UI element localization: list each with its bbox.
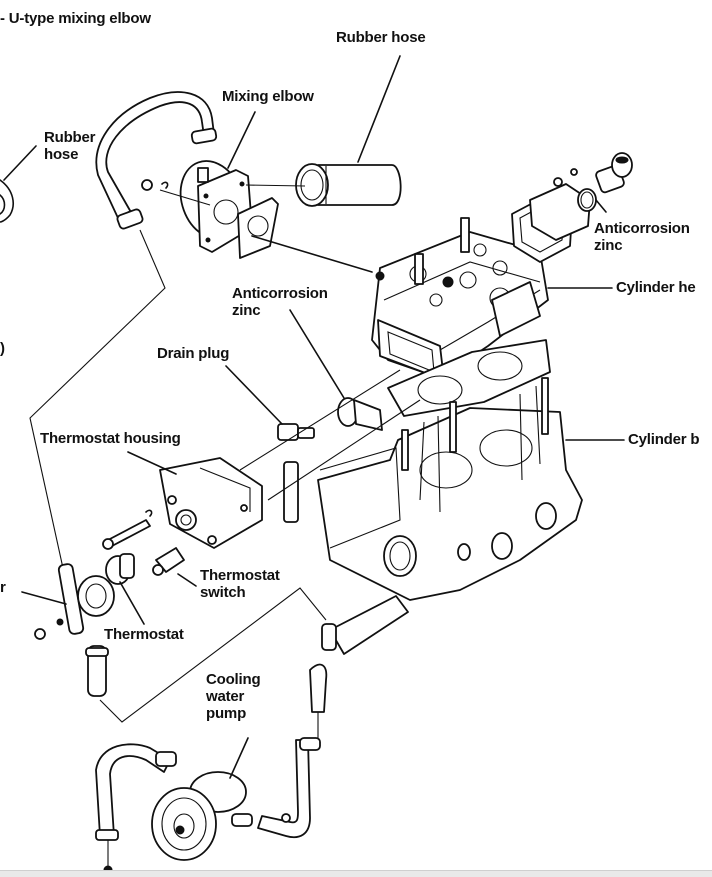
label-anticorrosion-zinc-right: Anticorrosion zinc [594,220,690,254]
leader-cut-label-r [21,591,67,605]
u-hose [95,91,218,230]
lower-short-hose [85,645,109,697]
thermostat-part [105,553,135,585]
outlet-pipe [309,595,409,713]
label-u-type-mixing-elbow: - U-type mixing elbow [0,10,151,27]
label-rubber-hose-left: Rubber hose [44,129,96,163]
water-pump-hoses [95,737,321,875]
leader-cooling-water-pump [229,737,249,779]
axis-line-hose [245,184,306,187]
washer [161,181,169,189]
label-mixing-elbow: Mixing elbow [222,88,314,105]
cylinder-block [317,377,583,601]
label-thermostat-housing: Thermostat housing [40,430,181,447]
thermostat-housing [159,457,263,549]
anticorrosion-zinc-right [595,152,633,194]
label-cut-paren: ) [0,340,5,357]
label-cylinder-head: Cylinder he [616,279,696,296]
left-edge-hose [0,179,14,223]
leader-anticorrosion-zinc-mid [289,309,345,399]
label-thermostat-switch: Thermostat switch [200,567,280,601]
head-gasket [387,339,551,417]
label-cooling-water-pump: Cooling water pump [206,671,261,722]
nut [141,179,153,191]
bolt-axis-line [159,189,211,206]
thermostat-switch-part [152,547,185,576]
leader-anticorrosion-zinc-right [595,199,607,213]
cylinder-head [371,217,549,381]
leader-mixing-elbow [227,111,256,169]
routing-line-left [29,229,166,601]
label-cut-r: r [0,579,6,596]
label-cylinder-block: Cylinder b [628,431,700,448]
bottom-scrollbar-strip[interactable] [0,870,712,877]
label-anticorrosion-zinc-mid: Anticorrosion zinc [232,285,328,319]
leader-rubber-hose-left [3,145,37,181]
head-cover-plate [511,168,597,263]
gasket-leader-line [251,235,373,273]
label-thermostat: Thermostat [104,626,184,643]
routing-line-center [99,587,327,723]
drain-plug [277,423,315,523]
rubber-hose-part [295,163,402,207]
thermostat-cover [34,563,115,640]
label-rubber-hose-top: Rubber hose [336,29,426,46]
leader-thermostat-switch [177,573,197,587]
bolt [102,509,153,550]
mixing-elbow [179,160,279,259]
leader-rubber-hose-top [357,55,401,163]
anticorrosion-zinc-mid [337,397,383,431]
leader-thermostat-housing [127,451,177,475]
leader-drain-plug [225,365,283,425]
alignment-lines [239,369,421,501]
leader-thermostat [119,581,145,625]
water-pump [151,771,253,861]
label-drain-plug: Drain plug [157,345,230,362]
